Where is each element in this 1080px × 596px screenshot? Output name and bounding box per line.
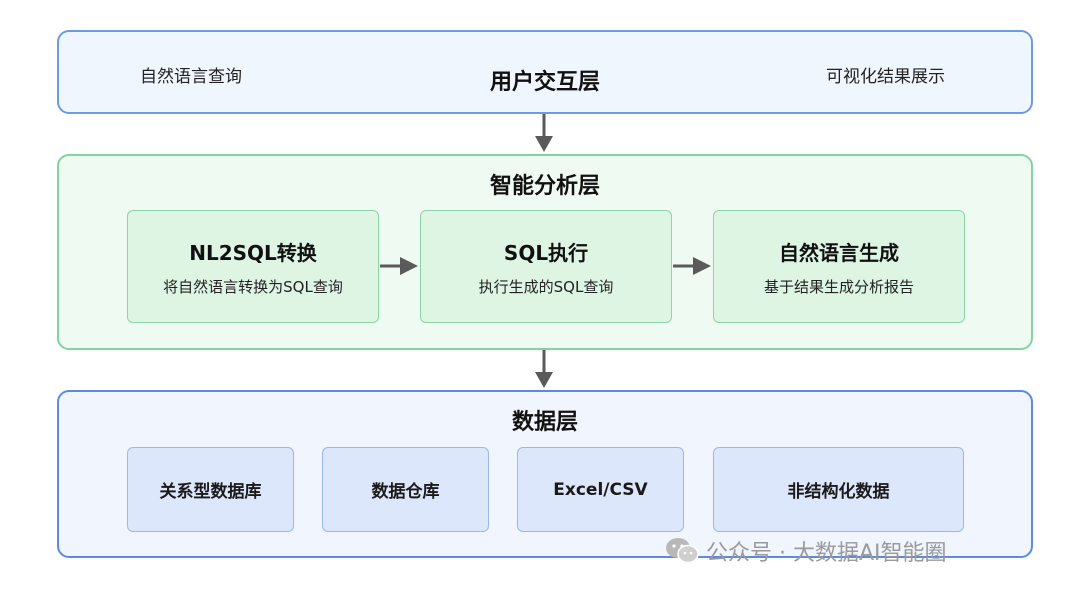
ai-layer-title: 智能分析层 [489,174,600,199]
nl2sql-module: NL2SQL转换 将自然语言转换为SQL查询 [127,210,379,323]
arrow-user-to-ai [535,114,553,152]
data-warehouse-source: 数据仓库 [322,447,489,532]
sql-exec-module: SQL执行 执行生成的SQL查询 [420,210,672,323]
module-title: SQL执行 [503,240,589,265]
module-title: 自然语言生成 [779,240,899,265]
module-desc: 将自然语言转换为SQL查询 [163,277,343,296]
wechat-icon [666,538,699,564]
nlg-module: 自然语言生成 基于结果生成分析报告 [713,210,965,323]
arrow-ai-to-data [535,350,553,388]
module-desc: 执行生成的SQL查询 [478,277,614,296]
visualization-label: 可视化结果展示 [826,67,945,87]
watermark: 公众号 · 大数据AI智能圈 [664,535,947,567]
unstructured-data-source: 非结构化数据 [713,447,964,532]
watermark-text: 公众号 · 大数据AI智能圈 [706,541,947,566]
relational-db-source: 关系型数据库 [127,447,294,532]
module-desc: 基于结果生成分析报告 [763,277,914,296]
natural-language-query-label: 自然语言查询 [140,67,242,87]
user-interaction-layer [57,30,1033,114]
module-title: NL2SQL转换 [189,240,317,265]
user-layer-title: 用户交互层 [489,70,600,95]
data-layer-title: 数据层 [511,410,578,435]
excel-csv-source: Excel/CSV [517,447,684,532]
